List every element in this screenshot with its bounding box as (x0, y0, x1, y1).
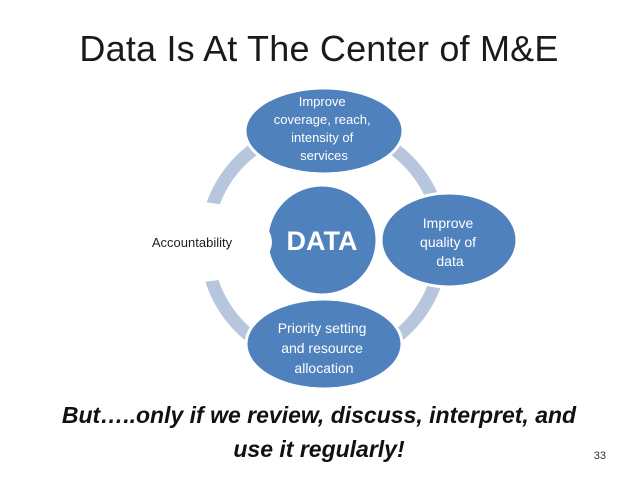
node-top-line-2: coverage, reach, (274, 112, 371, 127)
node-bottom-line-2: and resource (281, 340, 363, 356)
node-priority-setting: Priority setting and resource allocation (244, 297, 404, 391)
node-top-line-3: intensity of (291, 130, 354, 145)
footer-note-line-2: use it regularly! (233, 436, 405, 462)
node-bottom-line-1: Priority setting (278, 320, 367, 336)
node-top-line-4: services (300, 148, 348, 163)
node-right-line-2: quality of (420, 234, 476, 250)
slide-number: 33 (593, 450, 606, 462)
footer-note-line-1: But…..only if we review, discuss, interp… (61, 402, 577, 428)
node-improve-coverage: Improve coverage, reach, intensity of se… (243, 86, 405, 176)
node-accountability: Accountability (116, 202, 272, 282)
node-bottom-line-3: allocation (294, 360, 353, 376)
svg-text:Improve quality of: Improve quality of data (420, 215, 480, 269)
svg-text:Improve coverage, reach,: Improve coverage, reach, intensity of se… (274, 94, 374, 163)
node-right-line-1: Improve (423, 215, 474, 231)
node-top-line-1: Improve (299, 94, 346, 109)
node-right-line-3: data (436, 253, 463, 269)
center-node: DATA (265, 183, 379, 297)
center-label: DATA (287, 226, 358, 256)
slide-title: Data Is At The Center of M&E (79, 28, 559, 69)
node-improve-quality: Improve quality of data (379, 191, 519, 289)
footer-note: But…..only if we review, discuss, interp… (0, 398, 638, 466)
svg-text:Priority setting and res: Priority setting and resource allocation (278, 320, 371, 376)
node-left-label: Accountability (152, 235, 233, 250)
